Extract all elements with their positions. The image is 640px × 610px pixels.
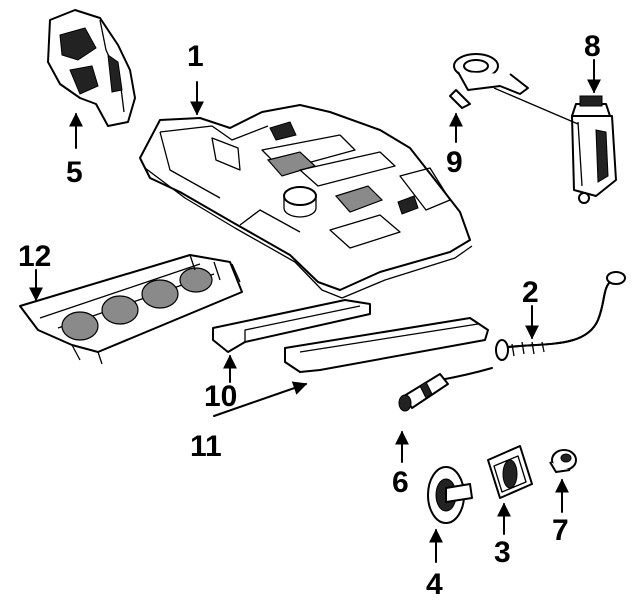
callout-1: 1 [187,40,204,73]
part-5-heat-shield [47,9,136,127]
part-7-cap [549,449,577,473]
callout-4: 4 [426,568,443,601]
callout-7: 7 [552,514,569,547]
part-6-vent-hose [398,367,493,412]
part-12-skid-plate [19,254,243,365]
callout-labels: 1 2 3 4 5 6 7 8 9 10 11 12 [18,30,601,601]
callout-9: 9 [446,146,463,179]
callout-6: 6 [392,466,409,499]
part-3-gasket [487,445,533,499]
callout-11: 11 [190,430,222,463]
callout-5: 5 [66,156,83,189]
part-9-bracket [449,53,529,109]
part-2-filler-neck [495,271,626,361]
callout-12: 12 [18,240,51,273]
leader-11 [213,381,308,417]
callout-3: 3 [494,536,511,569]
part-1-fuel-tank [139,104,473,299]
callout-8: 8 [584,30,601,63]
part-10-strap [212,299,371,353]
part-11-strap [284,317,489,373]
leader-arrows [29,59,601,563]
leader-line-9-to-8 [493,87,579,125]
part-4-grommet [427,466,473,524]
callout-2: 2 [522,276,539,309]
callout-10: 10 [204,380,237,413]
part-8-fuel-filter [571,95,617,204]
